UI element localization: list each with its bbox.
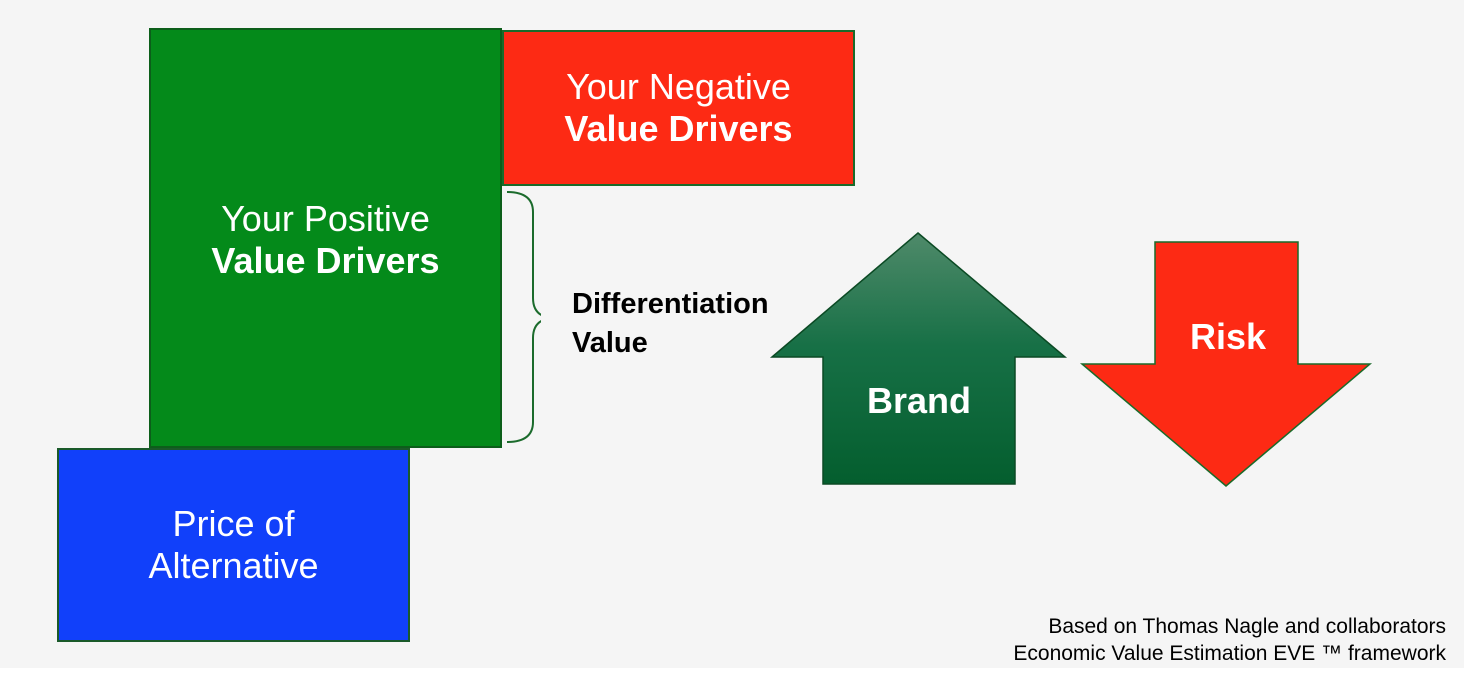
alternative-block-line2: Alternative bbox=[148, 545, 319, 586]
credit-line1: Based on Thomas Nagle and collaborators bbox=[1048, 615, 1446, 638]
negative-block-line1: Your Negative bbox=[566, 65, 791, 107]
negative-block-line2: Value Drivers bbox=[564, 108, 793, 149]
up-arrow-icon bbox=[769, 232, 1068, 485]
positive-value-drivers-block: Your Positive Value Drivers bbox=[149, 28, 502, 448]
differentiation-label-line2: Value bbox=[572, 327, 648, 360]
curly-brace-icon bbox=[506, 191, 541, 443]
credit-line2: Economic Value Estimation EVE ™ framewor… bbox=[1013, 641, 1446, 665]
price-of-alternative-block: Price of Alternative bbox=[57, 448, 410, 642]
positive-block-line2: Value Drivers bbox=[211, 240, 440, 282]
down-arrow-icon bbox=[1079, 241, 1373, 487]
source-credit: Based on Thomas Nagle and collaborators … bbox=[1013, 614, 1446, 667]
differentiation-value-label: Differentiation Value bbox=[572, 285, 769, 363]
alternative-block-line1: Price of bbox=[172, 502, 295, 544]
negative-value-drivers-block: Your Negative Value Drivers bbox=[502, 30, 855, 186]
positive-block-line1: Your Positive bbox=[221, 198, 430, 239]
differentiation-label-line1: Differentiation bbox=[572, 288, 769, 320]
brand-arrow-label: Brand bbox=[866, 380, 971, 421]
risk-arrow-label: Risk bbox=[1189, 316, 1267, 357]
